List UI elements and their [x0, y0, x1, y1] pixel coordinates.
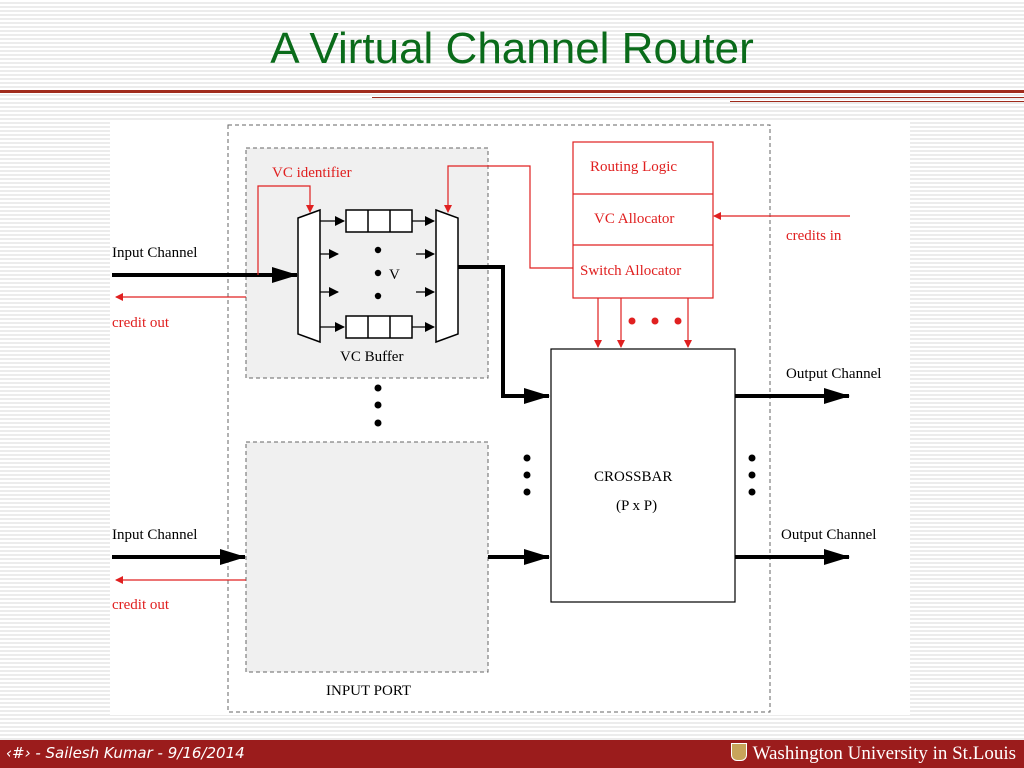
vc-queue-top	[345, 209, 413, 233]
port-dots	[374, 384, 382, 427]
input-demux	[297, 208, 321, 344]
switch-allocator-label: Switch Allocator	[580, 263, 681, 279]
vc-queue-bottom	[345, 315, 413, 339]
university-name: Washington University in St.Louis	[752, 743, 1016, 764]
mux-to-crossbar-arrow	[458, 265, 550, 404]
output-channel-2-label: Output Channel	[781, 527, 876, 543]
crossbar-size-label: (P x P)	[616, 498, 657, 514]
vc-dots	[374, 246, 382, 300]
routing-logic-label: Routing Logic	[590, 159, 677, 175]
shield-icon	[730, 743, 747, 761]
router-boundary	[227, 124, 771, 713]
title-rule-thin-2	[730, 101, 1024, 102]
slide-title: A Virtual Channel Router	[270, 24, 754, 73]
footer-text: ‹#› - Sailesh Kumar - 9/16/2014	[6, 744, 245, 762]
crossbar-left-dots	[523, 454, 531, 496]
switch-control-line	[444, 165, 573, 269]
vc-buffer-label: VC Buffer	[340, 349, 403, 365]
credit-out-1-label: credit out	[112, 315, 170, 331]
allocator-stack	[572, 141, 714, 299]
input-channel-1-label: Input Channel	[112, 245, 197, 261]
vc-identifier-label: VC identifier	[272, 165, 352, 181]
input-channel-2-label: Input Channel	[112, 527, 197, 543]
output-mux	[435, 208, 459, 344]
title-rule-thin	[372, 97, 1024, 98]
output-channel-1-label: Output Channel	[786, 366, 881, 382]
university-logo: Washington University in St.Louis	[730, 743, 1016, 765]
input-port-region	[245, 441, 489, 673]
crossbar-box	[550, 348, 736, 603]
footer-bar	[0, 740, 1024, 768]
vc-identifier-line	[257, 185, 314, 275]
input-port-label: INPUT PORT	[326, 683, 411, 699]
crossbar-right-dots	[748, 454, 756, 496]
control-dots	[628, 317, 682, 325]
vc-allocator-label: VC Allocator	[594, 211, 674, 227]
crossbar-label: CROSSBAR	[594, 469, 672, 485]
credit-out-2-label: credit out	[112, 597, 170, 613]
credits-in-label: credits in	[786, 228, 842, 244]
title-rule	[0, 90, 1024, 93]
v-label: V	[389, 267, 400, 283]
router-diagram: V VC Buffer Input Channel credit out VC …	[110, 120, 910, 715]
